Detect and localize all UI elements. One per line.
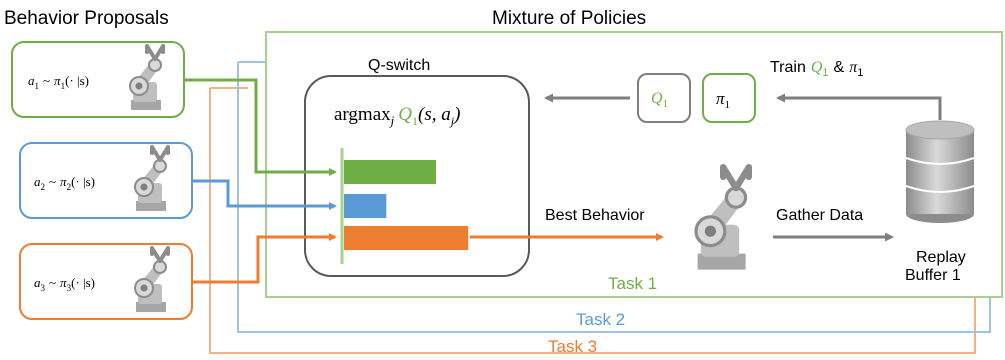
q-value-bars — [344, 160, 469, 250]
proposal-2-arrow — [192, 179, 337, 210]
q-switch-title: Q-switch — [368, 57, 430, 74]
behavior-proposals-title: Behavior Proposals — [4, 8, 169, 29]
gather-data-label: Gather Data — [776, 207, 863, 224]
train-arrow — [776, 93, 942, 120]
task-1-label: Task 1 — [608, 274, 657, 293]
svg-text:a3~π3(· |s): a3~π3(· |s) — [34, 275, 95, 293]
svg-text:π1: π1 — [716, 89, 730, 111]
best-behavior-label: Best Behavior — [545, 207, 645, 224]
mixture-of-policies-title: Mixture of Policies — [492, 8, 646, 29]
proposal-box-1: a1~π1(· |s) — [11, 41, 185, 118]
task-2-label: Task 2 — [576, 310, 625, 329]
proposal-1-arrow — [184, 78, 337, 176]
database-icon — [905, 120, 975, 223]
q-value-bar-2 — [344, 194, 387, 218]
proposal-3-arrow — [192, 233, 337, 284]
svg-text:a1~π1(· |s): a1~π1(· |s) — [28, 73, 89, 91]
svg-text:a2~π2(· |s): a2~π2(· |s) — [34, 174, 95, 192]
pi1-box: π1 — [702, 73, 756, 123]
proposal-box-2: a2~π2(· |s) — [19, 142, 193, 219]
replay-buffer-line1: Replay — [916, 249, 966, 266]
q1-box: Q1 — [637, 73, 691, 123]
svg-text:Q1: Q1 — [651, 90, 668, 110]
q-value-bar-3 — [344, 226, 469, 250]
q-value-bar-1 — [344, 160, 436, 184]
replay-buffer-line2: Buffer 1 — [905, 267, 961, 284]
proposal-box-3: a3~π3(· |s) — [19, 243, 193, 320]
task-3-label: Task 3 — [548, 337, 597, 356]
